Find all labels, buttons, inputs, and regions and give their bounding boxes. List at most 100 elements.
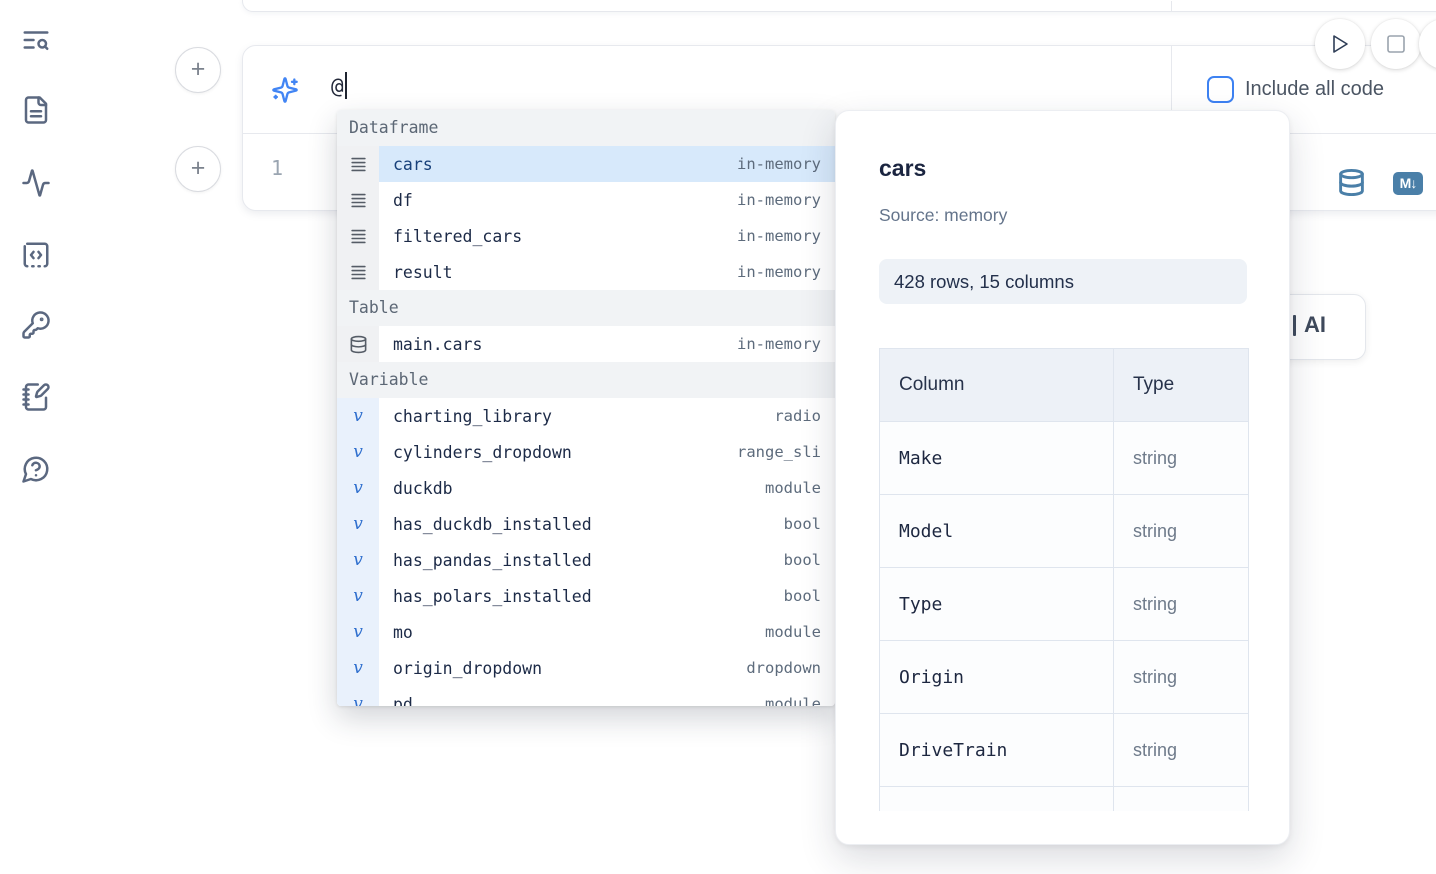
autocomplete-item-type: bool xyxy=(783,551,821,569)
autocomplete-item-result[interactable]: result in-memory xyxy=(337,254,835,290)
autocomplete-item-type: in-memory xyxy=(737,263,821,281)
dataframe-preview-panel: cars Source: memory 428 rows, 15 columns… xyxy=(835,110,1290,845)
autocomplete-item-name: main.cars xyxy=(393,334,483,354)
help-icon[interactable] xyxy=(21,454,51,484)
add-cell-above-button[interactable]: + xyxy=(175,47,221,93)
variable-icon: v xyxy=(337,650,379,686)
autocomplete-item-type: module xyxy=(765,479,821,497)
autocomplete-item-has_polars_installed[interactable]: v has_polars_installed bool xyxy=(337,578,835,614)
variable-icon: v xyxy=(337,542,379,578)
activity-icon[interactable] xyxy=(21,168,51,198)
scratchpad-icon[interactable] xyxy=(21,382,51,412)
autocomplete-item-df[interactable]: df in-memory xyxy=(337,182,835,218)
autocomplete-item-type: range_sli xyxy=(737,443,821,461)
code-editor-row[interactable]: 1 M↓ xyxy=(243,134,1436,210)
include-all-code-label: Include all code xyxy=(1245,78,1384,100)
schema-column-type: string xyxy=(1113,494,1249,568)
schema-header-cell: Type xyxy=(1113,348,1249,422)
variable-icon: v xyxy=(337,434,379,470)
autocomplete-item-origin_dropdown[interactable]: v origin_dropdown dropdown xyxy=(337,650,835,686)
autocomplete-item-name: filtered_cars xyxy=(393,226,523,246)
autocomplete-item-type: bool xyxy=(783,587,821,605)
stop-button[interactable] xyxy=(1371,19,1421,69)
variable-icon: v xyxy=(337,470,379,506)
preview-title: cars xyxy=(879,155,927,181)
schema-column-name: DriveTrain xyxy=(879,713,1114,787)
autocomplete-item-name: cylinders_dropdown xyxy=(393,442,572,462)
autocomplete-section-header: Variable xyxy=(337,362,835,398)
variable-icon: v xyxy=(337,506,379,542)
schema-column-type xyxy=(1113,786,1249,811)
autocomplete-item-type: dropdown xyxy=(746,659,821,677)
schema-column-name: Type xyxy=(879,567,1114,641)
variable-icon: v xyxy=(337,614,379,650)
database-icon[interactable] xyxy=(1337,168,1366,197)
autocomplete-item-filtered_cars[interactable]: filtered_cars in-memory xyxy=(337,218,835,254)
add-cell-below-button[interactable]: + xyxy=(175,146,221,192)
autocomplete-item-type: in-memory xyxy=(737,227,821,245)
ai-prompt-input[interactable]: @ xyxy=(331,72,1161,108)
run-cell-button[interactable] xyxy=(1315,19,1365,69)
text-cursor xyxy=(344,72,347,99)
stop-icon xyxy=(1384,32,1408,56)
autocomplete-item-name: mo xyxy=(393,622,413,642)
previous-cell-divider xyxy=(1171,1,1172,11)
ai-button-label: AI xyxy=(1304,312,1326,337)
autocomplete-section-header: Table xyxy=(337,290,835,326)
play-icon xyxy=(1328,32,1352,56)
sparkles-icon xyxy=(271,76,299,104)
variable-icon: v xyxy=(337,398,379,434)
schema-row xyxy=(879,786,1249,811)
autocomplete-item-name: has_pandas_installed xyxy=(393,550,592,570)
table-database-icon xyxy=(337,326,379,362)
autocomplete-item-name: df xyxy=(393,190,413,210)
autocomplete-item-name: has_polars_installed xyxy=(393,586,592,606)
autocomplete-item-name: origin_dropdown xyxy=(393,658,543,678)
previous-cell-fragment xyxy=(242,0,1436,12)
text-search-icon[interactable] xyxy=(21,25,51,55)
schema-column-name: Origin xyxy=(879,640,1114,714)
preview-shape-badge: 428 rows, 15 columns xyxy=(879,259,1247,304)
line-number: 1 xyxy=(271,156,284,180)
autocomplete-item-name: has_duckdb_installed xyxy=(393,514,592,534)
schema-column-name: Model xyxy=(879,494,1114,568)
include-all-code-checkbox[interactable] xyxy=(1207,76,1234,103)
dataframe-rows-icon xyxy=(337,254,379,290)
autocomplete-item-has_duckdb_installed[interactable]: v has_duckdb_installed bool xyxy=(337,506,835,542)
autocomplete-item-type: in-memory xyxy=(737,191,821,209)
file-text-icon[interactable] xyxy=(21,95,51,125)
autocomplete-item-name: duckdb xyxy=(393,478,453,498)
autocomplete-section-header: Dataframe xyxy=(337,110,835,146)
autocomplete-item-type: radio xyxy=(774,407,821,425)
variable-icon: v xyxy=(337,578,379,614)
snippets-icon[interactable] xyxy=(21,240,51,270)
key-icon[interactable] xyxy=(21,310,51,340)
prompt-options: Include all code xyxy=(1171,46,1436,134)
autocomplete-item-name: cars xyxy=(393,154,433,174)
schema-column-type: string xyxy=(1113,713,1249,787)
autocomplete-item-has_pandas_installed[interactable]: v has_pandas_installed bool xyxy=(337,542,835,578)
edge-button-fragment[interactable] xyxy=(1419,19,1436,69)
autocomplete-item-name: result xyxy=(393,262,453,282)
clipped-text-fragment xyxy=(1293,315,1296,336)
schema-column-type: string xyxy=(1113,640,1249,714)
preview-source: Source: memory xyxy=(879,205,1008,225)
schema-column-name xyxy=(879,786,1114,811)
schema-column-type: string xyxy=(1113,567,1249,641)
autocomplete-item-cylinders_dropdown[interactable]: v cylinders_dropdown range_sli xyxy=(337,434,835,470)
autocomplete-item-type: bool xyxy=(783,515,821,533)
markdown-icon[interactable]: M↓ xyxy=(1393,172,1423,195)
ai-prompt-text: @ xyxy=(331,74,344,98)
